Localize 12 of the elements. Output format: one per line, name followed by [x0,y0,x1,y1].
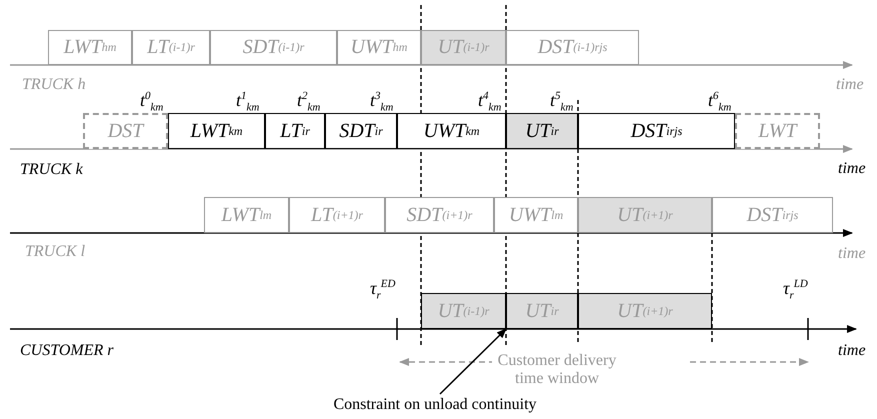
activity-bar: DST [83,113,168,149]
row-label: TRUCK k [20,161,83,179]
axis-label: time [836,76,864,94]
axis-label: time [838,342,866,360]
row-label: TRUCK h [22,76,86,94]
row-label: TRUCK l [25,243,86,261]
activity-bar: LWT [735,113,820,149]
row-label: CUSTOMER r [20,342,114,360]
axis-label: time [838,245,866,263]
axis-label: time [838,160,866,178]
leader-arrow [439,328,507,395]
annotation-text: Constraint on unload continuity [300,394,570,416]
